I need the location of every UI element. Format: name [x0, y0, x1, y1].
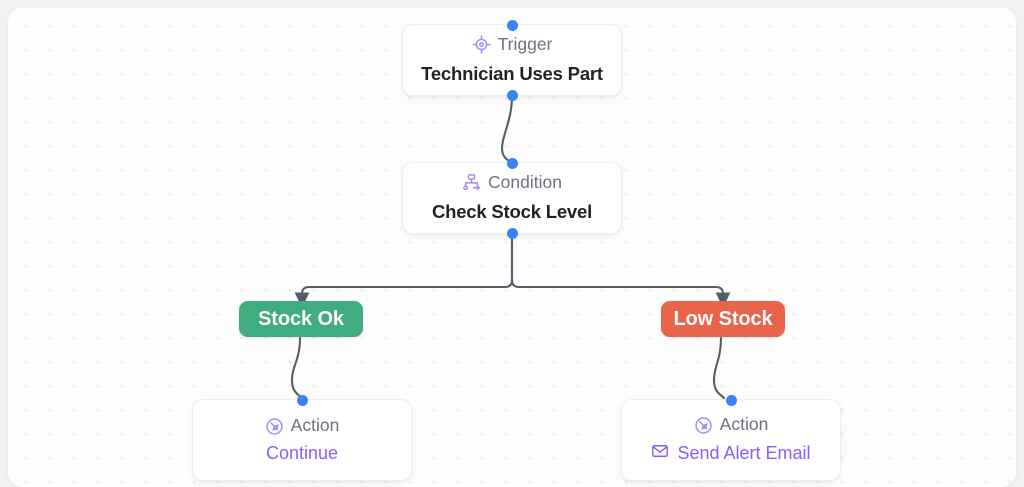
- port-trigger-top[interactable]: [506, 19, 518, 31]
- node-condition-kind: Condition: [462, 173, 562, 192]
- node-action-send-alert-value-text: Send Alert Email: [677, 442, 811, 463]
- action-cursor-circle-icon: [265, 417, 284, 436]
- port-trigger-bottom[interactable]: [506, 89, 518, 101]
- node-action-continue-kind-label: Action: [290, 415, 340, 436]
- node-action-send-alert-kind-label: Action: [719, 414, 769, 435]
- node-action-continue-value: Continue: [266, 443, 338, 464]
- node-trigger-title: Technician Uses Part: [421, 63, 603, 84]
- branch-label-stock-ok[interactable]: Stock Ok: [239, 301, 363, 337]
- node-condition-kind-label: Condition: [488, 171, 562, 192]
- branch-label-stock-ok-text: Stock Ok: [258, 307, 344, 330]
- branch-label-low-stock[interactable]: Low Stock: [661, 301, 785, 337]
- node-action-send-alert-kind: Action: [694, 414, 769, 435]
- port-condition-top[interactable]: [506, 157, 518, 169]
- node-action-continue-value-text: Continue: [265, 442, 339, 463]
- port-action-continue-top[interactable]: [296, 394, 308, 406]
- branch-split-icon: [462, 173, 481, 192]
- edge-stock-ok-to-continue: [290, 336, 304, 400]
- branch-label-low-stock-text: Low Stock: [673, 307, 773, 330]
- node-action-continue-kind: Action: [265, 415, 340, 436]
- node-action-send-alert-email[interactable]: Action Send Alert Email: [621, 394, 841, 481]
- node-trigger-kind: Trigger: [472, 33, 553, 54]
- edge-condition-to-low-stock: [510, 278, 731, 308]
- port-action-send-alert-top[interactable]: [725, 394, 737, 406]
- node-trigger-kind-label: Trigger: [497, 33, 553, 54]
- crosshair-target-icon: [472, 35, 491, 54]
- node-trigger[interactable]: Trigger Technician Uses Part: [402, 19, 622, 101]
- envelope-icon: [651, 442, 669, 465]
- edge-low-stock-to-send-alert: [712, 336, 726, 400]
- node-action-send-alert-value: Send Alert Email: [651, 442, 811, 465]
- action-cursor-circle-icon: [694, 416, 713, 435]
- workflow-canvas[interactable]: Trigger Technician Uses Part Condition: [8, 8, 1016, 487]
- node-action-continue[interactable]: Action Continue: [192, 394, 412, 481]
- edge-condition-split-bus: [294, 236, 514, 308]
- node-condition[interactable]: Condition Check Stock Level: [402, 157, 622, 239]
- edge-trigger-to-condition: [500, 94, 514, 165]
- port-condition-bottom[interactable]: [506, 227, 518, 239]
- node-condition-title: Check Stock Level: [431, 201, 593, 222]
